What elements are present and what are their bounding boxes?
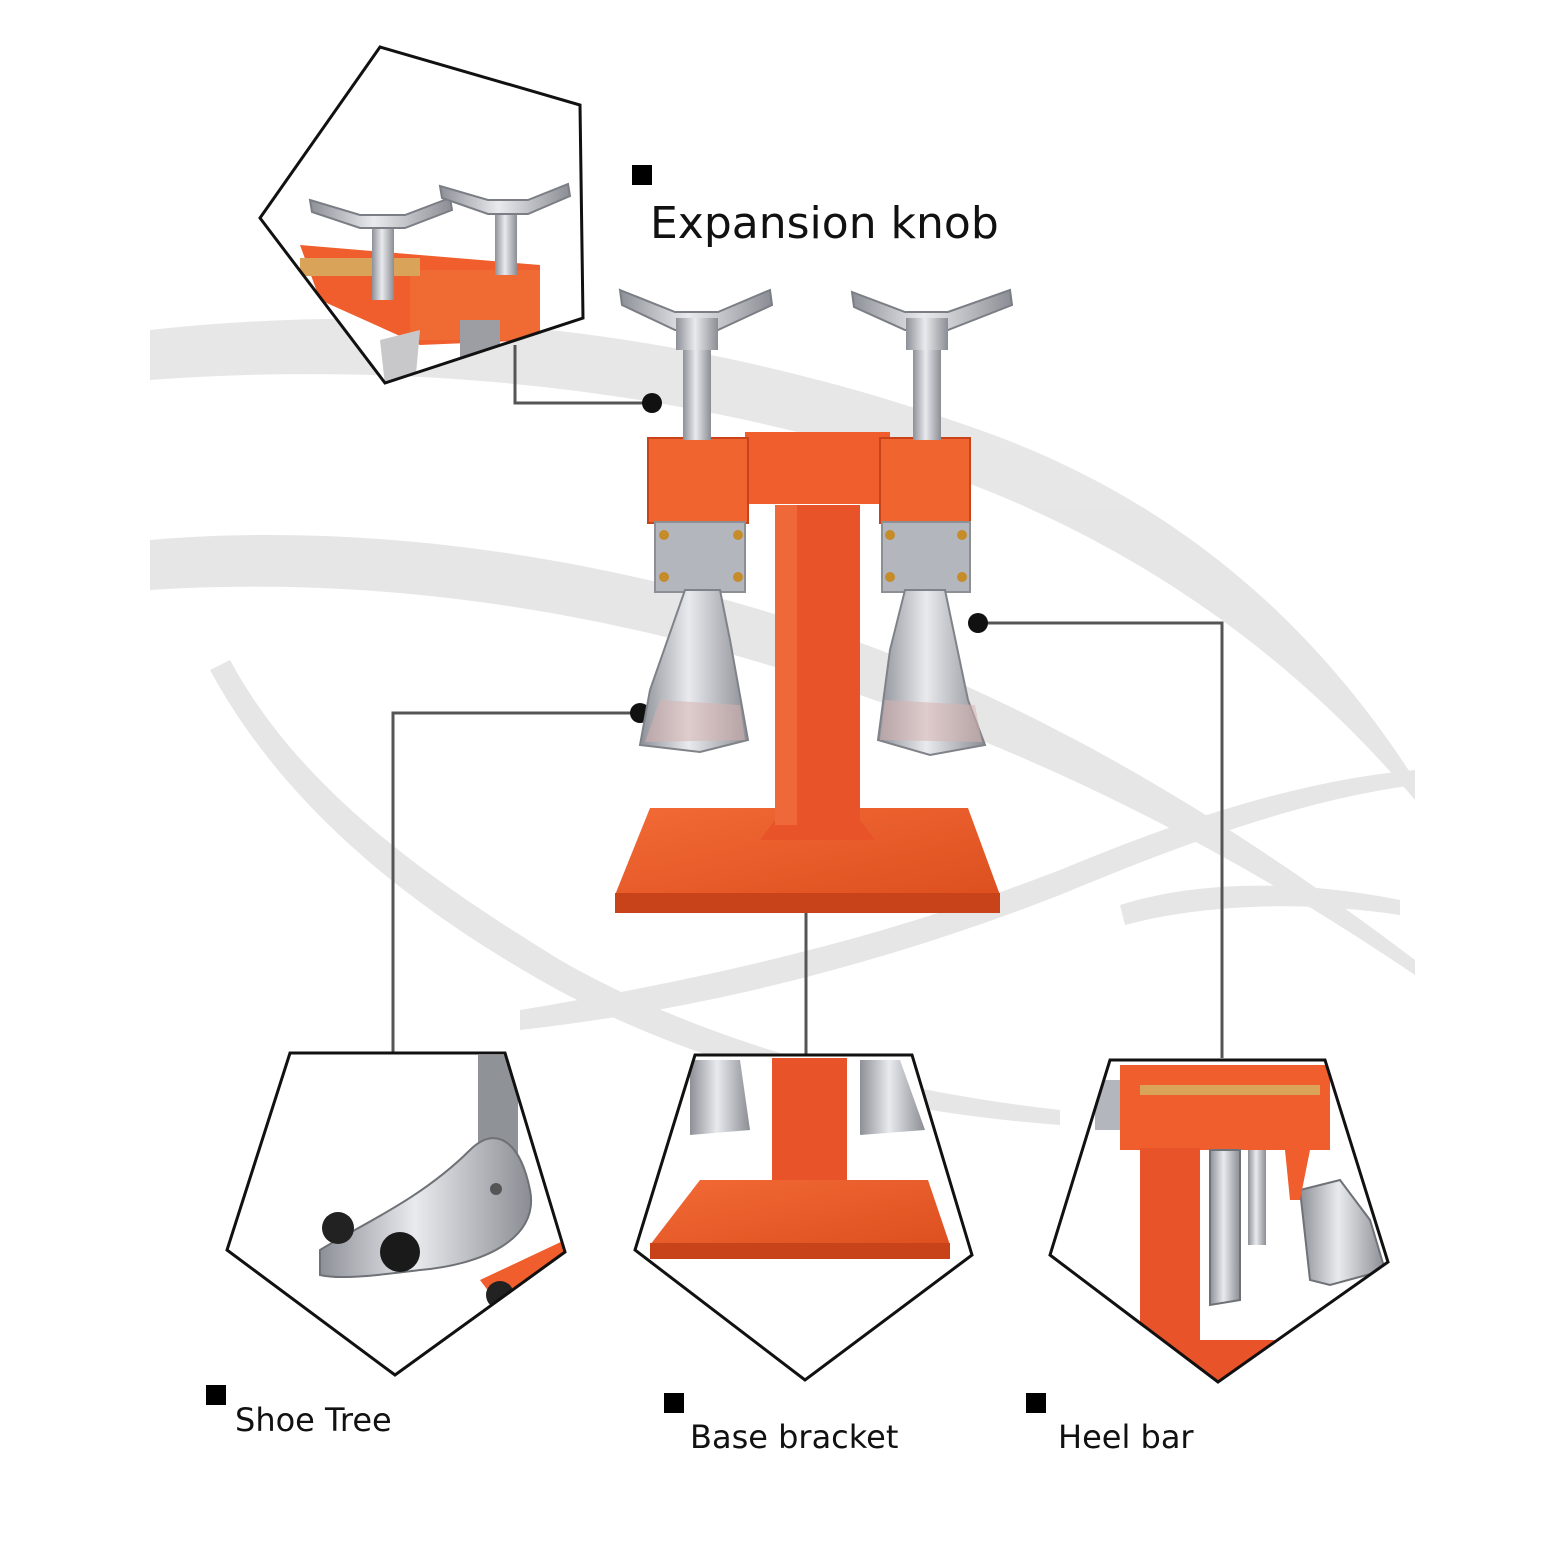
inset-heel-bar: [1048, 1058, 1390, 1384]
label-bullet-knob: [632, 165, 652, 185]
base-plate-edge: [615, 893, 1000, 913]
label-bullet-tree: [206, 1385, 226, 1405]
shoe-tree-label: Shoe Tree: [235, 1401, 392, 1439]
heel-bar-label: Heel bar: [1058, 1418, 1194, 1456]
right-head: [850, 288, 1014, 757]
inset-shoe-tree: [225, 1051, 567, 1377]
expansion-knob-label: Expansion knob: [650, 198, 999, 249]
callout-line-knob: [513, 345, 652, 405]
base-plate: [615, 808, 1000, 895]
label-bullet-base: [664, 1393, 684, 1413]
callout-line-tree: [391, 711, 640, 1053]
left-head: [618, 288, 774, 754]
callout-line-heel: [978, 621, 1224, 1058]
callout-dot-heel: [968, 613, 988, 633]
callout-dot-knob: [642, 393, 662, 413]
base-bracket-label: Base bracket: [690, 1418, 899, 1456]
top-bracket: [745, 432, 890, 504]
label-bullet-heel: [1026, 1393, 1046, 1413]
shoe-stretcher-machine: [615, 288, 1014, 913]
